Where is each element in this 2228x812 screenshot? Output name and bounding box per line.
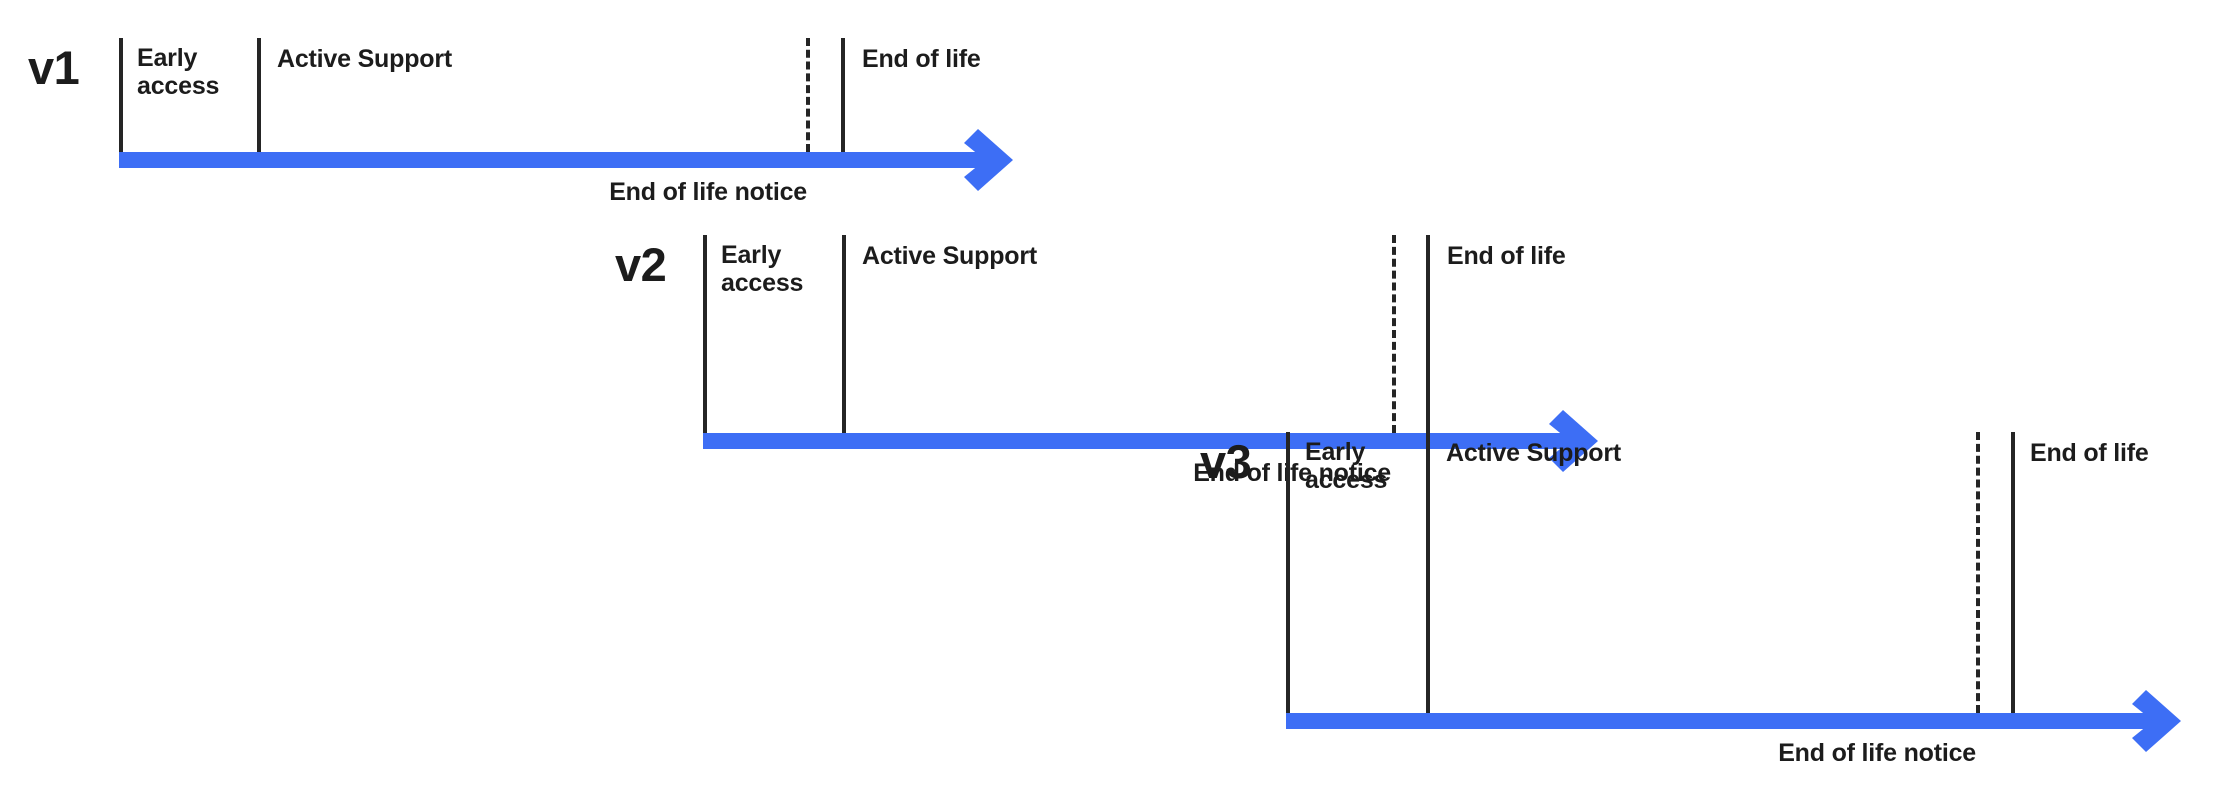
timeline-bar-v1 — [119, 152, 990, 168]
timeline-arrowhead-v1 — [962, 127, 1015, 193]
end-of-life-notice-label-v2: End of life notice — [1193, 459, 1391, 487]
phase-label-end-of-life-v1: End of life — [862, 45, 981, 73]
phase-label-active-support-v2: Active Support — [862, 242, 1037, 270]
divider-early-access-start-v3 — [1286, 432, 1290, 713]
divider-active-support-start-v3 — [1426, 432, 1430, 713]
divider-early-access-start-v2 — [703, 235, 707, 433]
version-label-v3: v3 — [1200, 435, 1252, 488]
divider-end-of-life-start-v3 — [2011, 432, 2015, 713]
divider-end-of-life-notice-v2 — [1392, 235, 1396, 433]
phase-label-end-of-life-v3: End of life — [2030, 439, 2149, 467]
phase-label-end-of-life-v2: End of life — [1447, 242, 1566, 270]
divider-early-access-start-v1 — [119, 38, 123, 152]
divider-end-of-life-start-v1 — [841, 38, 845, 152]
timeline-bar-v2 — [703, 433, 1575, 449]
phase-label-early-access-v3: Early access — [1305, 438, 1388, 494]
version-label-v2: v2 — [615, 238, 667, 291]
phase-label-early-access-v1: Early access — [137, 44, 220, 100]
end-of-life-notice-label-v3: End of life notice — [1778, 739, 1976, 767]
timeline-bar-v3 — [1286, 713, 2158, 729]
divider-end-of-life-notice-v3 — [1976, 432, 1980, 713]
phase-label-active-support-v3: Active Support — [1446, 439, 1621, 467]
phase-label-active-support-v1: Active Support — [277, 45, 452, 73]
timeline-arrowhead-v3 — [2130, 688, 2183, 754]
timeline-arrowhead-v2 — [1547, 408, 1600, 474]
divider-active-support-start-v1 — [257, 38, 261, 152]
version-label-v1: v1 — [28, 41, 80, 94]
divider-end-of-life-start-v2 — [1426, 235, 1430, 433]
divider-active-support-start-v2 — [842, 235, 846, 433]
divider-end-of-life-notice-v1 — [806, 38, 810, 152]
phase-label-early-access-v2: Early access — [721, 241, 804, 297]
end-of-life-notice-label-v1: End of life notice — [609, 178, 807, 206]
